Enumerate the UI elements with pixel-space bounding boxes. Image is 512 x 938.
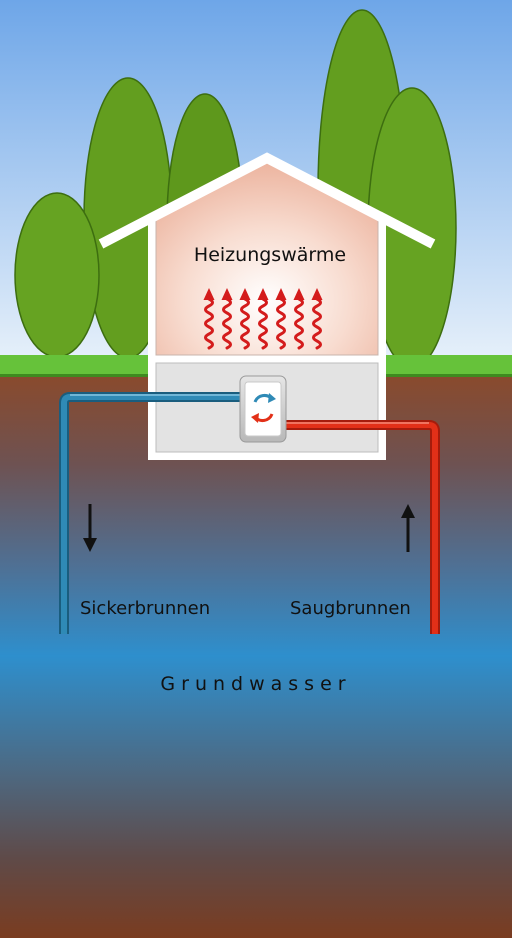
heat-arrow-head [257, 288, 269, 300]
hot-pipe [285, 420, 440, 634]
heat-arrows [203, 288, 323, 350]
heat-arrow-head [221, 288, 233, 300]
groundwater-label: Grundwasser [160, 673, 352, 695]
arrow-down-icon [83, 504, 97, 552]
heat-arrow-head [239, 288, 251, 300]
heat-arrow [240, 297, 250, 350]
heat-arrow [294, 297, 304, 350]
heat-arrow [204, 297, 214, 350]
heat-arrow [276, 297, 286, 350]
ground [0, 374, 512, 938]
heat-arrow-head [275, 288, 287, 300]
heat-arrow-head [293, 288, 305, 300]
roof [98, 152, 436, 249]
heat-arrow [222, 297, 232, 350]
heat-pump-icon [239, 375, 287, 443]
heat-arrow-head [311, 288, 323, 300]
cold-pipe [59, 392, 243, 634]
arrow-up-icon [401, 504, 415, 552]
heat-arrow [258, 297, 268, 350]
sink-well-label: Sickerbrunnen [80, 598, 211, 619]
heat-arrow-head [203, 288, 215, 300]
heating-label: Heizungswärme [193, 244, 347, 266]
heat-arrow [312, 297, 322, 350]
suction-well-label: Saugbrunnen [290, 598, 411, 619]
tree [14, 192, 100, 358]
